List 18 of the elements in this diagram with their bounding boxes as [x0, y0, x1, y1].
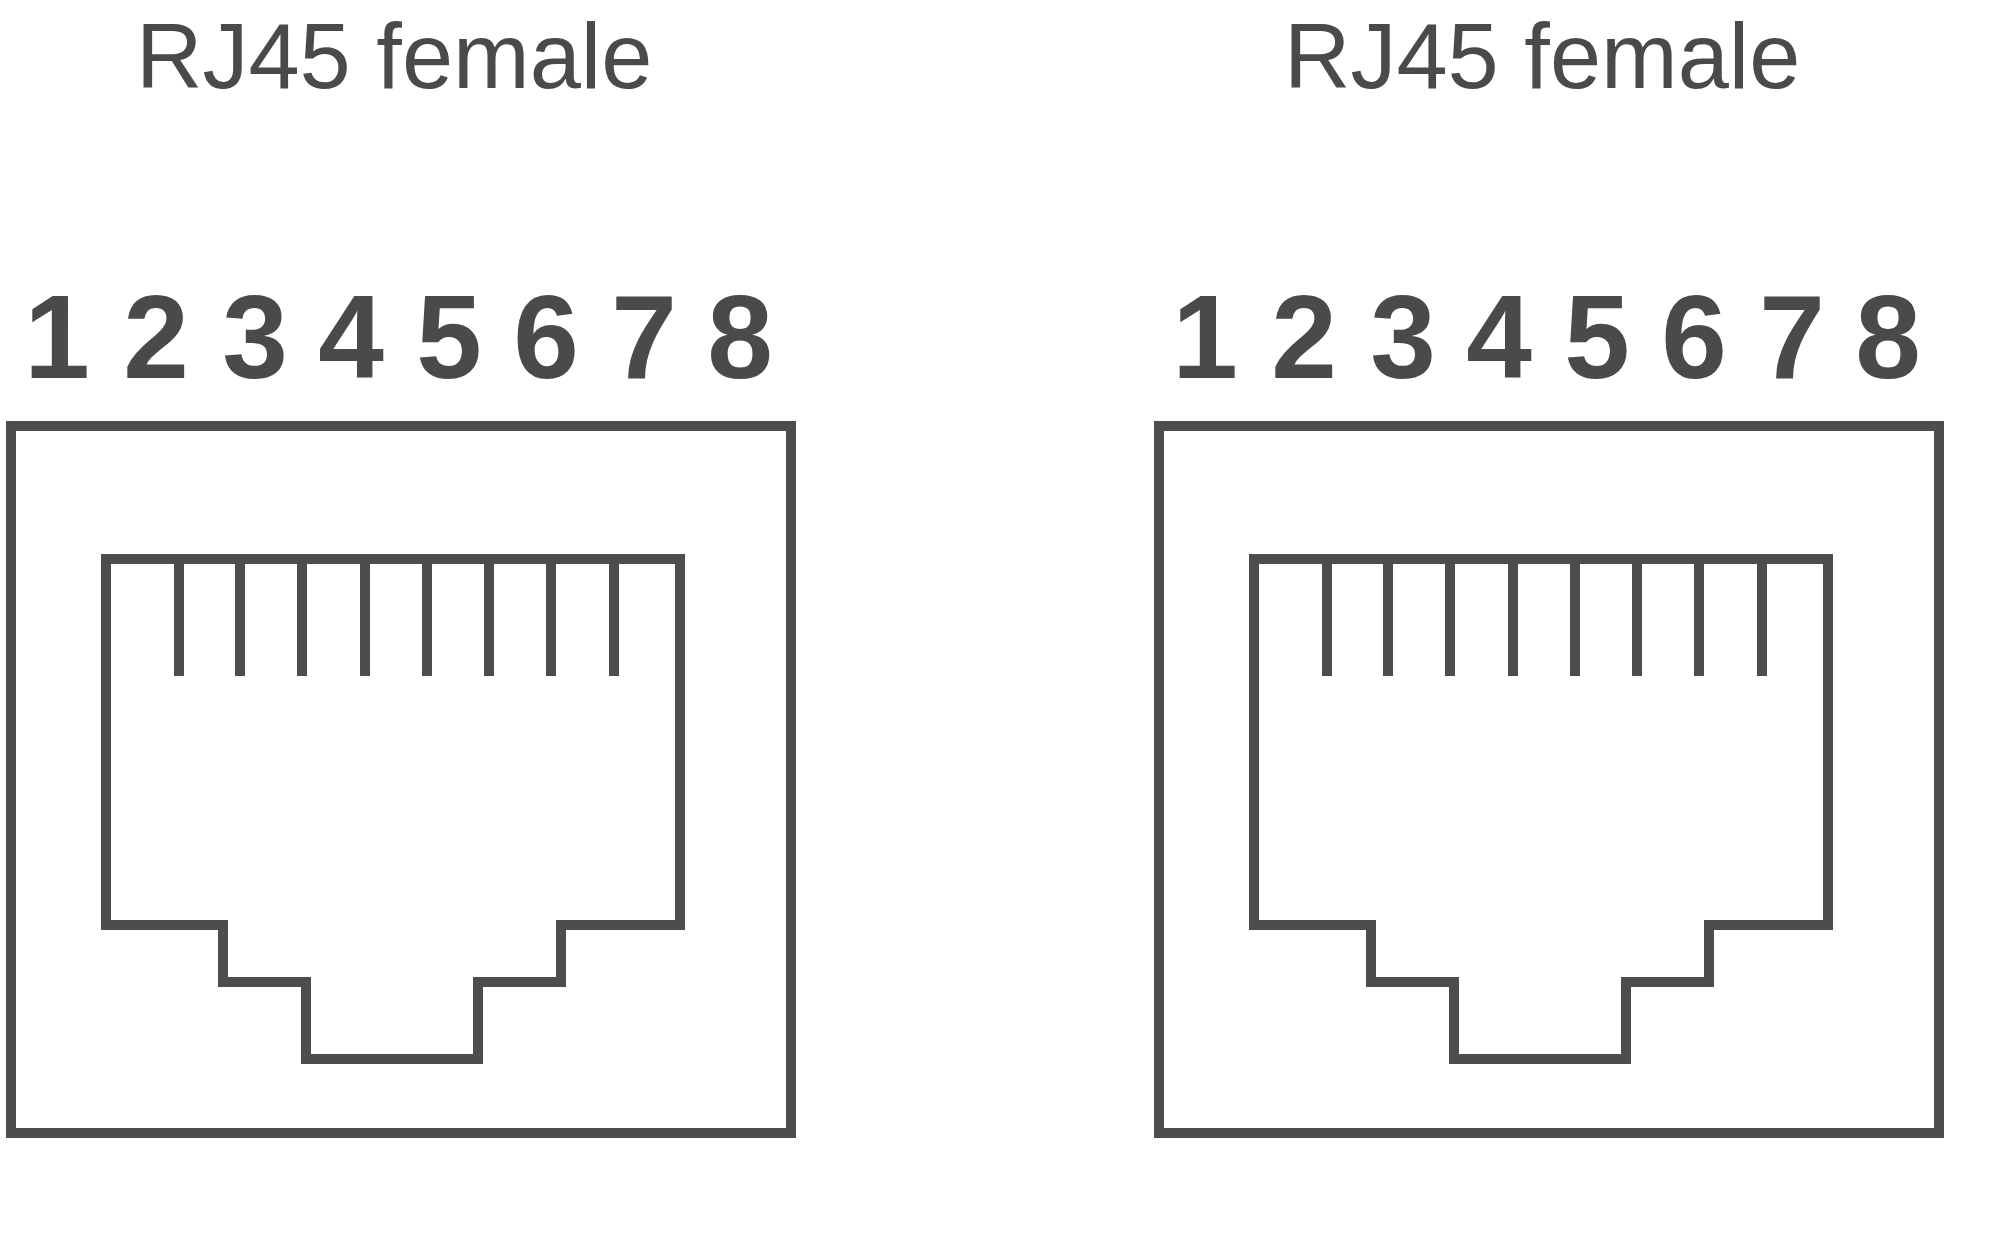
- pin-number: 4: [318, 278, 384, 396]
- connector-title: RJ45 female: [136, 10, 653, 102]
- pin-number: 5: [416, 278, 482, 396]
- pin-number: 2: [1271, 278, 1337, 396]
- pin-number: 5: [1564, 278, 1630, 396]
- pin-number: 1: [24, 278, 90, 396]
- pin-number: 2: [123, 278, 189, 396]
- connector-title: RJ45 female: [1284, 10, 1801, 102]
- pin-number: 8: [707, 278, 773, 396]
- pin-number: 3: [222, 278, 288, 396]
- pin-number: 4: [1466, 278, 1532, 396]
- pin-number: 7: [611, 278, 677, 396]
- pin-number: 3: [1370, 278, 1436, 396]
- pin-number: 7: [1759, 278, 1825, 396]
- pin-number: 8: [1855, 278, 1921, 396]
- pin-number: 6: [1661, 278, 1727, 396]
- pin-number: 6: [513, 278, 579, 396]
- pin-number: 1: [1172, 278, 1238, 396]
